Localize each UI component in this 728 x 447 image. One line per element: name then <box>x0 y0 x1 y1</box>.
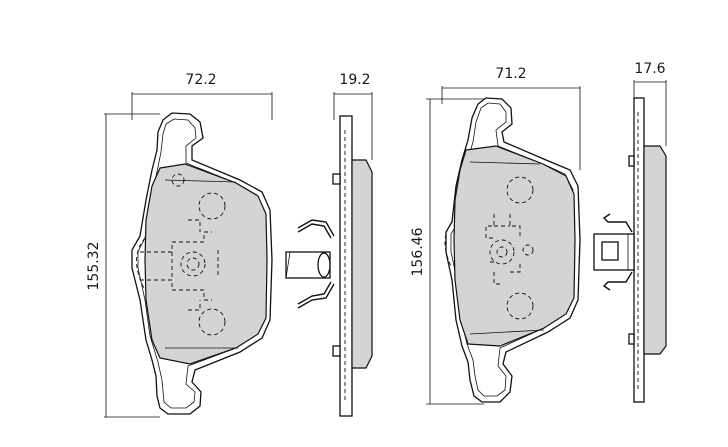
left-pad-side-view: 19.2 <box>285 72 373 417</box>
right-pad-friction-chamfer <box>469 161 545 335</box>
left-pad-side-friction <box>351 159 373 369</box>
right-pad-thickness-dimension: 17.6 <box>633 61 667 146</box>
left-pad-friction-material <box>144 163 268 365</box>
left-pad-side-backing-plate <box>339 115 353 417</box>
right-pad-side-circle <box>522 244 534 256</box>
right-pad-width-dimension: 71.2 <box>441 66 581 170</box>
left-pad-center-circle <box>180 251 206 277</box>
right-pad-center-inner <box>496 246 508 258</box>
left-pad-width-label: 72.2 <box>185 72 216 88</box>
left-pad-edge-bulge <box>136 237 146 291</box>
right-pad-front-view: 71.2 156.46 <box>410 66 581 405</box>
right-pad-height-label: 156.46 <box>410 227 426 276</box>
left-pad-height-dimension: 155.32 <box>86 113 160 418</box>
right-pad-spring-clip <box>593 213 635 291</box>
left-pad-top-hole <box>198 192 226 220</box>
left-pad-center-inner <box>186 257 200 271</box>
right-pad-thickness-label: 17.6 <box>634 61 665 77</box>
right-pad-width-label: 71.2 <box>495 66 526 82</box>
left-pad-friction-chamfer <box>164 179 238 349</box>
right-pad-center-circle <box>489 239 515 265</box>
left-pad-front-view: 72.2 155.32 <box>86 72 273 418</box>
left-pad-bottom-hole <box>198 308 226 336</box>
right-pad-friction-material <box>453 145 576 347</box>
left-pad-thickness-label: 19.2 <box>339 72 370 88</box>
right-pad-bottom-hole <box>506 292 534 320</box>
right-pad-top-hole <box>506 176 534 204</box>
left-pad-spring-clip <box>285 219 335 309</box>
left-pad-spring-clip-outline <box>140 219 219 311</box>
right-pad-height-dimension: 156.46 <box>410 98 484 405</box>
left-pad-thickness-dimension: 19.2 <box>333 72 373 160</box>
right-pad-spring-clip-outline <box>485 214 521 285</box>
right-pad-side-view: 17.6 <box>593 61 667 403</box>
left-pad-plate-inner-contour <box>137 118 267 409</box>
left-pad-width-dimension: 72.2 <box>131 72 273 120</box>
right-pad-side-friction <box>643 145 667 355</box>
left-pad-height-label: 155.32 <box>86 242 102 291</box>
left-pad-wear-marker <box>171 173 185 187</box>
right-pad-edge-bulge <box>444 221 453 269</box>
right-pad-side-backing-plate <box>633 97 645 403</box>
